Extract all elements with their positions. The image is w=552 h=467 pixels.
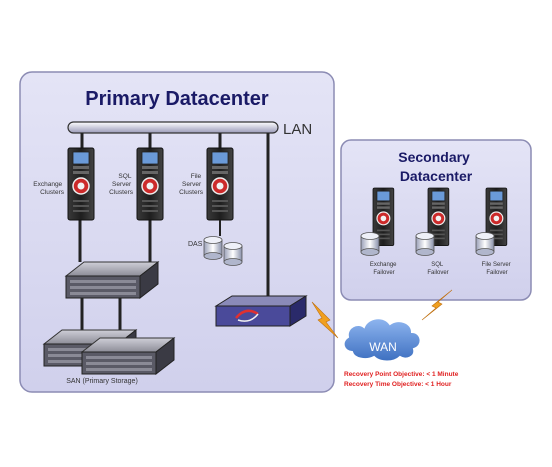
file-server-cluster-server <box>206 147 234 221</box>
san-storage-array-2 <box>81 337 175 375</box>
san-label: SAN (Primary Storage) <box>66 378 138 385</box>
recovery-time-objective: Recovery Time Objective: < 1 Hour <box>344 381 452 388</box>
exchange-cluster-label: Exchange Clusters <box>33 181 64 196</box>
primary-datacenter-title: Primary Datacenter <box>85 88 269 110</box>
replication-appliance <box>214 295 308 327</box>
das-label: DAS <box>188 241 203 248</box>
san-connections <box>78 220 152 332</box>
lan-connections <box>80 133 270 298</box>
lan-bar <box>67 121 279 134</box>
san-switch <box>65 261 159 299</box>
sql-failover-label: SQL Failover <box>427 262 448 276</box>
sql-cluster-server <box>136 147 164 221</box>
exchange-cluster-server <box>67 147 95 221</box>
wan-link-secondary-icon <box>421 289 453 321</box>
file-server-cluster-label: File Server Clusters <box>179 173 204 196</box>
recovery-point-objective: Recovery Point Objective: < 1 Minute <box>344 371 459 378</box>
wan-label: WAN <box>369 340 397 354</box>
das-storage <box>203 220 243 266</box>
exchange-failover-label: Exchange Failover <box>370 262 398 276</box>
wan-cloud-icon <box>342 317 422 363</box>
wan-link-primary-icon <box>311 301 339 339</box>
file-server-failover-label: File Server Failover <box>482 262 513 276</box>
lan-label: LAN <box>283 121 312 138</box>
secondary-datacenter-title: Secondary Datacenter <box>398 149 473 184</box>
sql-cluster-label: SQL Server Clusters <box>109 173 134 196</box>
